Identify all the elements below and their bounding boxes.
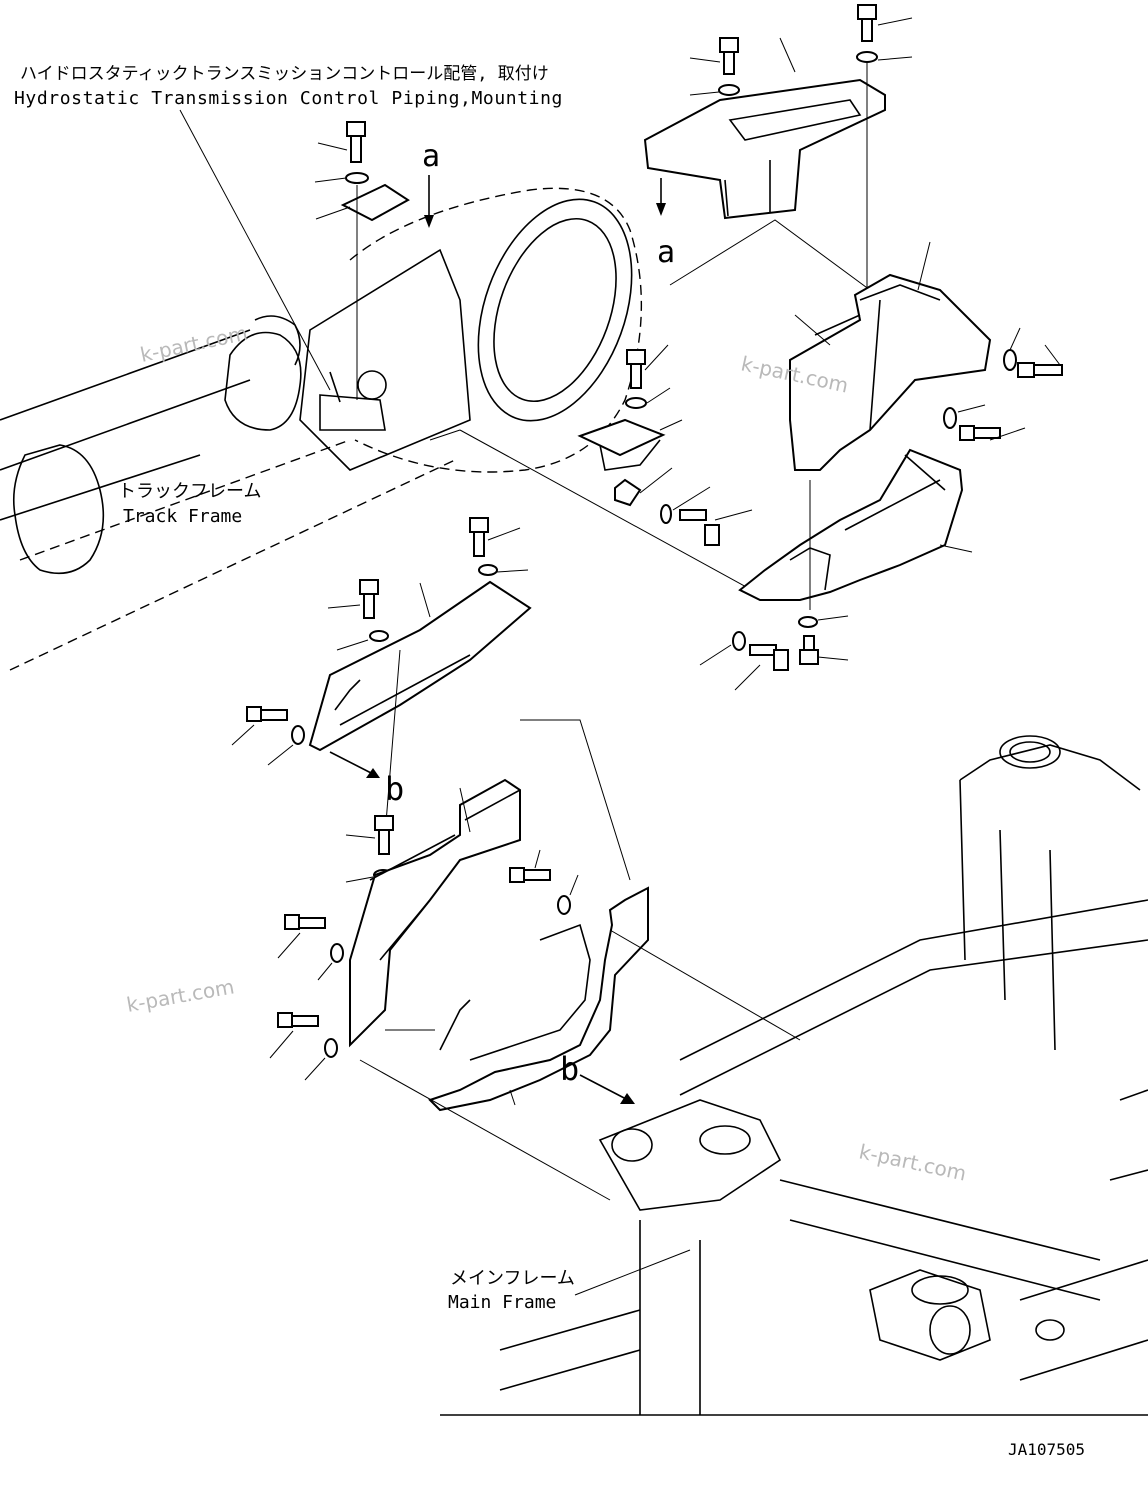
washer xyxy=(689,84,740,96)
washer xyxy=(336,630,389,651)
washer xyxy=(478,564,529,576)
hst-pipe-cover-upper xyxy=(643,78,886,220)
washer xyxy=(314,172,369,184)
washer xyxy=(1003,327,1021,371)
bracket-clip xyxy=(614,467,673,507)
main-frame xyxy=(440,735,1148,1416)
bolt xyxy=(626,344,669,389)
bolt xyxy=(857,4,913,42)
watermark: k-part.com xyxy=(125,974,236,1017)
view-a-marker-target: a xyxy=(657,235,675,270)
washer xyxy=(660,486,711,524)
hst-pipe-cover-left-front xyxy=(349,778,521,1048)
washer xyxy=(625,387,671,409)
track-frame-label-ja: トラックフレーム xyxy=(118,481,261,502)
bolt xyxy=(345,815,394,855)
bolt xyxy=(317,121,366,163)
title-leader-line xyxy=(179,109,331,391)
washer xyxy=(317,943,344,981)
bolt xyxy=(469,517,521,557)
bolt xyxy=(269,1012,319,1059)
bolt xyxy=(277,914,326,959)
washer xyxy=(798,615,849,628)
bolt xyxy=(1017,344,1063,378)
bolt xyxy=(231,706,288,746)
hst-pipe-cover-left-upper xyxy=(308,580,532,752)
watermark: k-part.com xyxy=(857,1139,969,1185)
final-drive-housing xyxy=(299,187,643,473)
bracket-plate xyxy=(577,418,683,471)
washer xyxy=(304,1038,338,1081)
bolt xyxy=(679,509,753,546)
washer xyxy=(267,725,305,766)
hst-pipe-cover-middle xyxy=(789,273,992,471)
small-plate xyxy=(315,183,410,222)
drawing-number: JA107505 xyxy=(1008,1440,1085,1459)
title-japanese: ハイドロスタティックトランスミッションコントロール配管, 取付け xyxy=(20,64,549,84)
track-frame xyxy=(0,315,456,671)
washer xyxy=(557,874,579,915)
title-english: Hydrostatic Transmission Control Piping,… xyxy=(14,88,563,109)
main-frame-label-en: Main Frame xyxy=(448,1292,556,1313)
bolt xyxy=(509,849,551,883)
track-frame-label-en: Track Frame xyxy=(123,506,242,527)
bolt xyxy=(734,644,789,691)
washer xyxy=(943,404,986,429)
bolt xyxy=(799,635,849,665)
hst-pipe-cover-left-rear xyxy=(428,886,649,1112)
washer xyxy=(856,51,913,63)
washer xyxy=(699,631,746,666)
bolt xyxy=(959,425,1026,441)
view-b-marker-target: b xyxy=(560,1050,579,1088)
main-frame-label-ja: メインフレーム xyxy=(450,1268,575,1289)
bolt xyxy=(689,37,739,75)
hst-pipe-cover-lower xyxy=(738,448,964,601)
view-a-marker: a xyxy=(422,139,440,174)
bolt xyxy=(327,579,379,619)
watermark: k-part.com xyxy=(138,321,250,367)
